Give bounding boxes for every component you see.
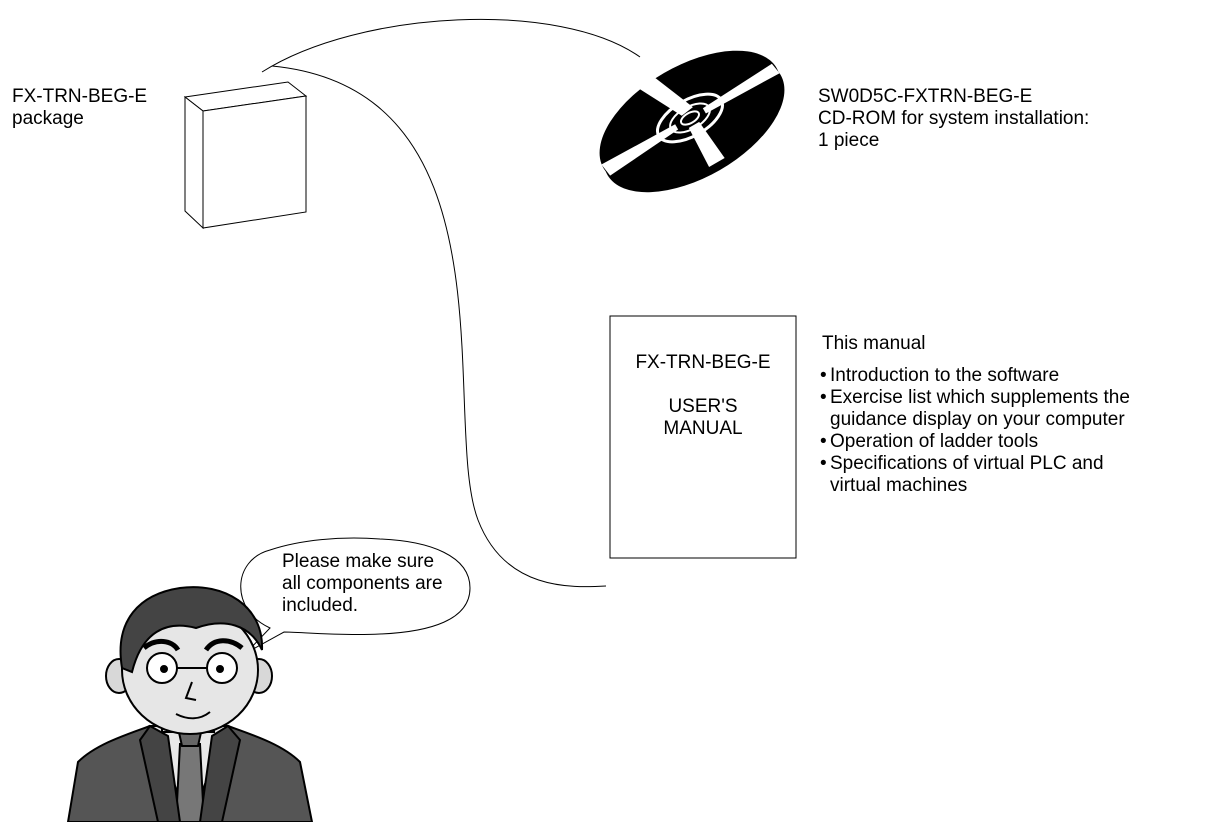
speech-bubble-line3: included. (282, 595, 358, 617)
manual-contents-item-line1: Operation of ladder tools (830, 431, 1130, 453)
manual-contents-item: Operation of ladder tools (820, 431, 1130, 453)
package-subtitle: package (12, 108, 84, 130)
manual-cover-line1: USER'S (610, 396, 796, 418)
manual-contents-item-line1: Specifications of virtual PLC and (830, 453, 1130, 475)
manual-contents-item: Specifications of virtual PLC and virtua… (820, 453, 1130, 497)
manual-contents-item-line1: Exercise list which supplements the (830, 387, 1130, 409)
connector-box-to-cd (262, 19, 640, 72)
speech-bubble-line2: all components are (282, 573, 443, 595)
manual-contents-item: Introduction to the software (820, 365, 1130, 387)
speech-bubble-line1: Please make sure (282, 551, 434, 573)
manual-contents-item-line1: Introduction to the software (830, 365, 1130, 387)
manual-contents-list: Introduction to the software Exercise li… (820, 365, 1130, 497)
manual-cover-title: FX-TRN-BEG-E (610, 352, 796, 374)
connector-box-to-manual (272, 66, 606, 587)
package-title: FX-TRN-BEG-E (12, 86, 147, 108)
manual-contents-item: Exercise list which supplements the guid… (820, 387, 1130, 431)
manual-heading: This manual (822, 333, 926, 355)
manual-cover-line2: MANUAL (610, 418, 796, 440)
manual-contents-item-line2: guidance display on your computer (830, 409, 1130, 431)
cd-rom-disc-icon (577, 23, 806, 220)
cdrom-description: CD-ROM for system installation: (818, 108, 1089, 130)
cdrom-quantity: 1 piece (818, 130, 879, 152)
cdrom-model: SW0D5C-FXTRN-BEG-E (818, 86, 1032, 108)
package-box-icon (185, 82, 306, 228)
manual-contents-item-line2: virtual machines (830, 475, 1130, 497)
